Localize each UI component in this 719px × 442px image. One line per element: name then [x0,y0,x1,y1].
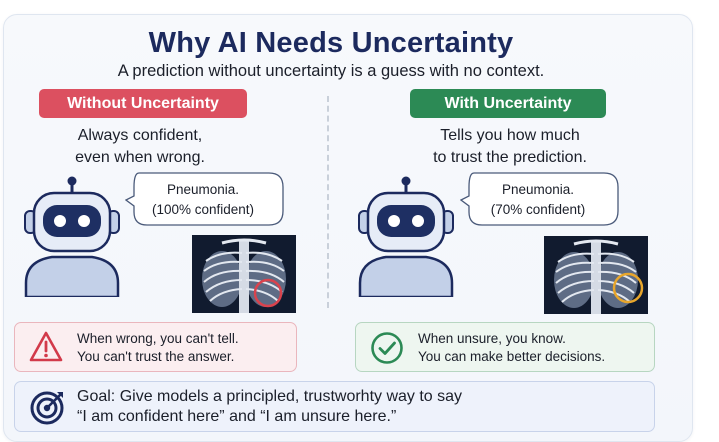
without-uncertainty-description: Always confident, even when wrong. [40,125,240,169]
status-line: You can't trust the answer. [77,349,235,364]
page-subtitle: A prediction without uncertainty is a gu… [117,62,545,80]
desc-line: Always confident, [77,127,203,144]
bubble-confidence: (70% confident) [490,202,586,217]
bubble-diagnosis: Pneumonia. [166,182,240,197]
without-uncertainty-label: Without Uncertainty [39,89,247,118]
without-uncertainty-status: When wrong, you can't tell. You can't tr… [14,322,297,372]
bubble-text: Pneumonia. (100% confident) [137,180,269,220]
check-circle-icon [371,332,403,364]
desc-line: even when wrong. [75,149,205,166]
chest-xray-image [192,235,296,313]
page-title: Why AI Needs Uncertainty [148,27,514,59]
status-line: You can make better decisions. [418,349,606,364]
desc-line: Tells you how much [440,127,580,144]
bubble-diagnosis: Pneumonia. [501,182,575,197]
chest-xray-image [544,236,648,314]
speech-bubble-shape [125,172,284,226]
robot-icon [24,176,120,297]
bubble-text: Pneumonia. (70% confident) [472,180,604,220]
target-icon [30,391,64,425]
with-uncertainty-label: With Uncertainty [410,89,606,118]
goal-text: Goal: Give models a principled, trustwor… [77,388,463,405]
bubble-confidence: (100% confident) [151,202,255,217]
desc-line: to trust the prediction. [433,149,587,166]
highlight-circle [253,278,283,308]
speech-bubble-shape [460,172,619,226]
goal-text: “I am confident here” and “I am unsure h… [77,408,397,425]
goal-banner: Goal: Give models a principled, trustwor… [14,381,655,432]
with-uncertainty-status: When unsure, you know. You can make bett… [355,322,655,372]
status-line: When wrong, you can't tell. [77,331,239,346]
status-line: When unsure, you know. [418,331,566,346]
warning-icon [29,331,63,362]
center-divider [327,96,329,308]
with-uncertainty-description: Tells you how much to trust the predicti… [400,125,620,169]
highlight-circle [612,272,644,304]
robot-icon [358,176,454,297]
